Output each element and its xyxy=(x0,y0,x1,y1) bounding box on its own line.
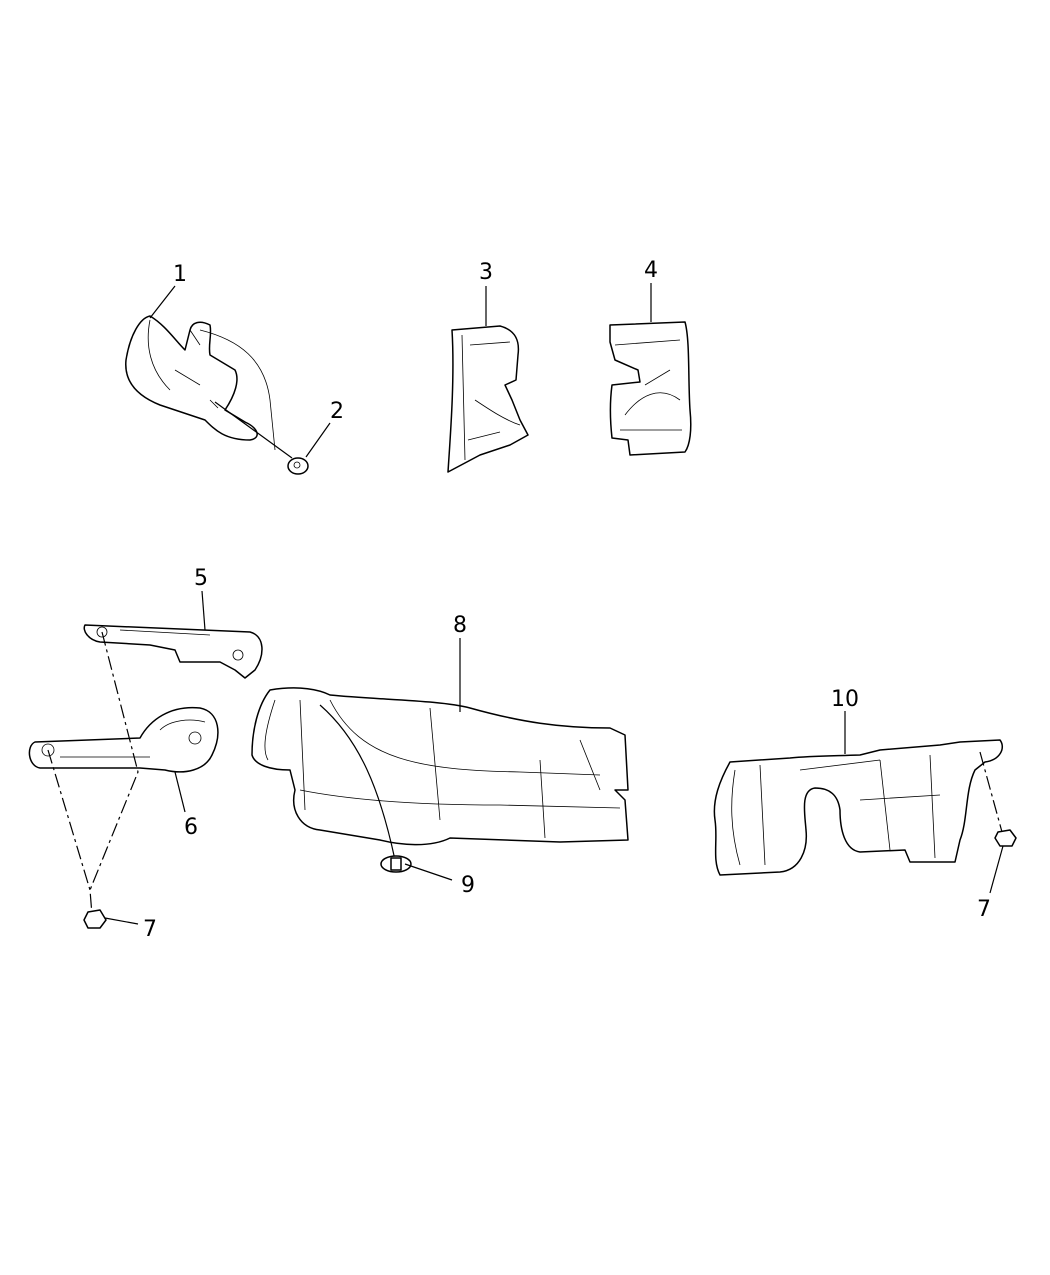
part-9-clip xyxy=(380,855,412,873)
callout-leaders xyxy=(104,283,1004,925)
part-5-heat-shield xyxy=(83,624,263,679)
part-3-heat-shield xyxy=(447,325,529,473)
assembly-line xyxy=(47,749,93,916)
callout-9: 9 xyxy=(461,873,475,898)
part-2-nut xyxy=(214,401,309,475)
part-7-nut-left xyxy=(83,909,107,929)
assembly-line xyxy=(979,751,1003,833)
callout-5: 5 xyxy=(194,566,208,591)
callout-7-right: 7 xyxy=(977,897,991,922)
callout-10: 10 xyxy=(831,687,859,712)
callout-8: 8 xyxy=(453,613,467,638)
assembly-line xyxy=(319,704,396,861)
part-7-nut-right xyxy=(994,829,1017,847)
part-8-heat-shield xyxy=(251,687,629,846)
part-6-heat-shield xyxy=(28,706,219,773)
part-10-heat-shield xyxy=(713,739,1004,876)
part-4-heat-shield xyxy=(609,321,692,456)
callout-6: 6 xyxy=(184,815,198,840)
assembly-line xyxy=(89,631,139,891)
callout-4: 4 xyxy=(644,258,658,283)
callout-1: 1 xyxy=(173,262,187,287)
callout-7-left: 7 xyxy=(143,917,157,942)
callout-2: 2 xyxy=(330,399,344,424)
callout-3: 3 xyxy=(479,260,493,285)
